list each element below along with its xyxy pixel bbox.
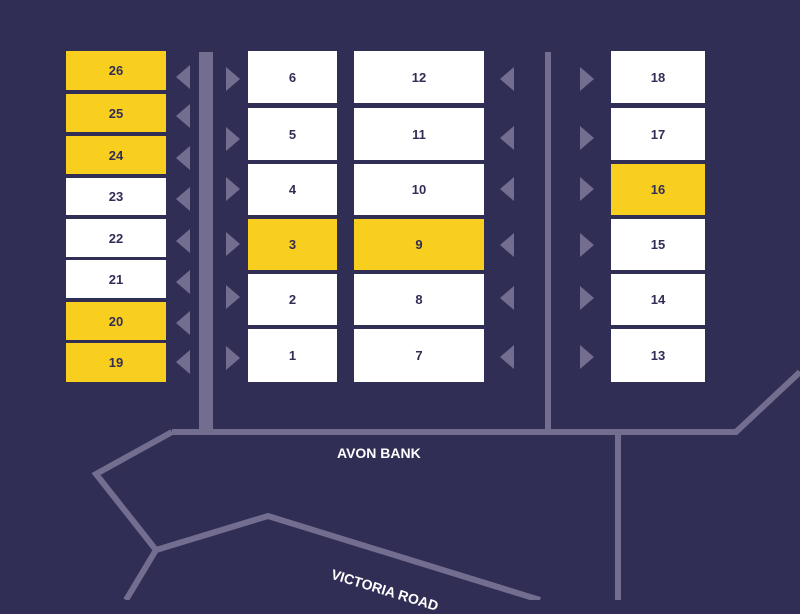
- access-arrow-left-icon: [500, 233, 514, 257]
- avon-bank-road: [172, 369, 800, 435]
- plot-11[interactable]: 11: [354, 108, 484, 160]
- plot-10[interactable]: 10: [354, 164, 484, 215]
- plot-2[interactable]: 2: [248, 274, 337, 325]
- plot-24[interactable]: 24: [66, 136, 166, 174]
- access-arrow-left-icon: [176, 229, 190, 253]
- plot-1[interactable]: 1: [248, 329, 337, 382]
- access-arrow-left-icon: [176, 311, 190, 335]
- access-arrow-right-icon: [226, 127, 240, 151]
- plot-5[interactable]: 5: [248, 108, 337, 160]
- access-arrow-right-icon: [580, 233, 594, 257]
- access-arrow-left-icon: [500, 67, 514, 91]
- plot-21[interactable]: 21: [66, 260, 166, 298]
- plot-25[interactable]: 25: [66, 94, 166, 132]
- access-arrow-left-icon: [176, 187, 190, 211]
- plot-26[interactable]: 26: [66, 51, 166, 90]
- plot-16[interactable]: 16: [611, 164, 705, 215]
- access-arrow-left-icon: [500, 177, 514, 201]
- access-arrow-right-icon: [226, 232, 240, 256]
- access-arrow-right-icon: [580, 345, 594, 369]
- access-arrow-right-icon: [580, 67, 594, 91]
- plot-12[interactable]: 12: [354, 51, 484, 103]
- access-arrow-right-icon: [580, 126, 594, 150]
- plot-22[interactable]: 22: [66, 219, 166, 257]
- plot-6[interactable]: 6: [248, 51, 337, 103]
- plot-13[interactable]: 13: [611, 329, 705, 382]
- avon-bank-loop: [91, 429, 541, 600]
- access-arrow-right-icon: [226, 67, 240, 91]
- plot-20[interactable]: 20: [66, 302, 166, 340]
- victoria-road-west: [123, 548, 159, 600]
- plot-8[interactable]: 8: [354, 274, 484, 325]
- access-arrow-left-icon: [500, 286, 514, 310]
- plot-19[interactable]: 19: [66, 343, 166, 382]
- access-arrow-left-icon: [176, 104, 190, 128]
- access-arrow-right-icon: [580, 286, 594, 310]
- access-arrow-right-icon: [580, 177, 594, 201]
- road-label-avon-bank: AVON BANK: [337, 445, 421, 461]
- access-arrow-left-icon: [176, 146, 190, 170]
- access-arrow-right-icon: [226, 285, 240, 309]
- plot-7[interactable]: 7: [354, 329, 484, 382]
- access-arrow-right-icon: [226, 177, 240, 201]
- plot-15[interactable]: 15: [611, 219, 705, 270]
- plot-23[interactable]: 23: [66, 178, 166, 215]
- access-arrow-left-icon: [176, 270, 190, 294]
- plot-17[interactable]: 17: [611, 108, 705, 160]
- access-arrow-left-icon: [500, 126, 514, 150]
- access-arrow-left-icon: [176, 350, 190, 374]
- road-network: [91, 52, 800, 600]
- access-arrow-left-icon: [500, 345, 514, 369]
- access-arrow-left-icon: [176, 65, 190, 89]
- plot-18[interactable]: 18: [611, 51, 705, 103]
- plot-9[interactable]: 9: [354, 219, 484, 270]
- plot-3[interactable]: 3: [248, 219, 337, 270]
- plot-14[interactable]: 14: [611, 274, 705, 325]
- access-arrow-right-icon: [226, 346, 240, 370]
- plot-4[interactable]: 4: [248, 164, 337, 215]
